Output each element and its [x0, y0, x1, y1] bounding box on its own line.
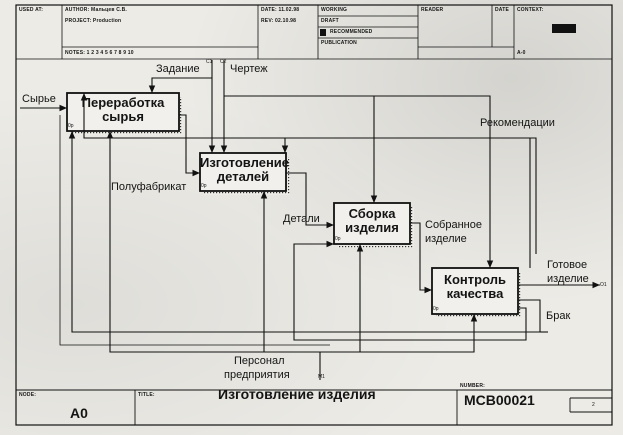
label-mechanism-1: Персонал: [234, 355, 285, 367]
label-details: Детали: [283, 213, 320, 225]
label-output-code: O1: [600, 282, 607, 288]
header-used-at: USED AT:: [19, 7, 44, 13]
label-mechanism-code: M1: [318, 374, 325, 380]
arrow-feedback-recommendations-2: [530, 137, 537, 254]
label-input-raw: Сырье: [22, 93, 56, 105]
label-reject: Брак: [546, 310, 571, 322]
label-output-2: изделие: [547, 273, 589, 285]
activity-box-3-id: 0р: [335, 236, 341, 242]
header-date-column: DATE: [495, 7, 510, 13]
label-assembled-1: Собранное: [425, 219, 482, 231]
footer-title-value: Изготовление изделия: [218, 386, 376, 402]
arrow-assembled: [410, 222, 432, 294]
activity-box-1-title: Переработка сырья: [81, 95, 165, 125]
arrow-semifinished: [179, 114, 200, 177]
header-grid: [16, 5, 612, 60]
footer-node-label: NODE:: [19, 392, 37, 398]
activity-box-2[interactable]: [199, 152, 287, 192]
activity-box-4-id: 0р: [433, 306, 439, 312]
label-mechanism-2: предприятия: [224, 369, 290, 381]
label-control-drawing: Чертеж: [230, 63, 268, 75]
header-node-code: A-0: [517, 50, 526, 56]
footer-number-label: NUMBER:: [460, 383, 486, 389]
label-assembled-2: изделие: [425, 233, 467, 245]
header-date: DATE: 11.02.98: [261, 7, 300, 13]
arrow-control-drawing-3: [374, 95, 494, 268]
arrow-feedback-recommendations-3: [80, 93, 285, 139]
arrow-details: [286, 172, 334, 229]
header-status-draft: DRAFT: [321, 18, 339, 24]
arrow-mechanism-4: [360, 314, 478, 353]
header-context: CONTEXT:: [517, 7, 544, 13]
arrow-reject-feedback-2: [293, 240, 527, 341]
label-semifinished: Полуфабрикат: [111, 181, 187, 193]
label-output-1: Готовое: [547, 259, 588, 271]
label-control-task-code: C1: [206, 59, 213, 65]
footer-number-value: MCB00021: [464, 392, 535, 408]
header-reader: READER: [421, 7, 444, 13]
header-status-publication: PUBLICATION: [321, 40, 357, 46]
footer-title-label: TITLE:: [138, 392, 155, 398]
context-thumbnail: [552, 24, 576, 33]
recommended-status-marker: [320, 29, 326, 36]
header-status-recommended: RECOMMENDED: [330, 29, 373, 35]
header-author: AUTHOR: Мальцев С.В.: [65, 7, 128, 13]
header-notes: NOTES: 1 2 3 4 5 6 7 8 9 10: [65, 50, 134, 56]
arrow-control-task-1: [148, 60, 213, 93]
label-recommendations: Рекомендации: [480, 117, 555, 129]
header-status-working: WORKING: [321, 7, 348, 13]
activity-box-4[interactable]: [431, 267, 519, 315]
activity-box-3-title: Сборка изделия: [345, 206, 399, 236]
activity-box-2-id: 0р: [201, 183, 207, 189]
activity-box-2-title: Изготовление деталей: [200, 155, 290, 185]
label-control-task: Задание: [156, 63, 200, 75]
footer-page-number: 2: [592, 402, 595, 408]
arrow-faint-loop: [59, 115, 330, 346]
label-control-drawing-code: C2: [220, 59, 227, 65]
footer-node-value: A0: [70, 405, 88, 421]
footer-grid: [16, 389, 612, 425]
arrow-mechanism-1: [106, 131, 321, 380]
activity-box-3[interactable]: [333, 202, 411, 245]
sheet-frame: [15, 4, 613, 426]
header-rev: REV: 02.10.98: [261, 18, 297, 24]
activity-box-4-title: Контроль качества: [444, 272, 506, 302]
activity-box-1-id: 0р: [68, 123, 74, 129]
header-project: PROJECT: Production: [65, 18, 122, 24]
arrow-mechanism-3: [320, 244, 364, 353]
